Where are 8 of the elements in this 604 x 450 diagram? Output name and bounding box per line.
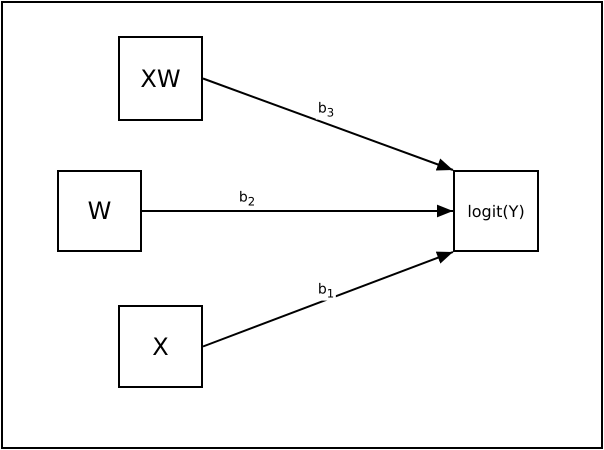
- variable-box: X: [118, 305, 203, 388]
- variable-box: logit(Y): [453, 170, 539, 252]
- arrow: [202, 251, 454, 348]
- arrow: [202, 78, 454, 171]
- edge-label: b$_{3}$: [316, 100, 336, 120]
- variable-box: XW: [118, 36, 203, 121]
- arrow: [142, 204, 453, 218]
- variable-box: W: [57, 170, 142, 252]
